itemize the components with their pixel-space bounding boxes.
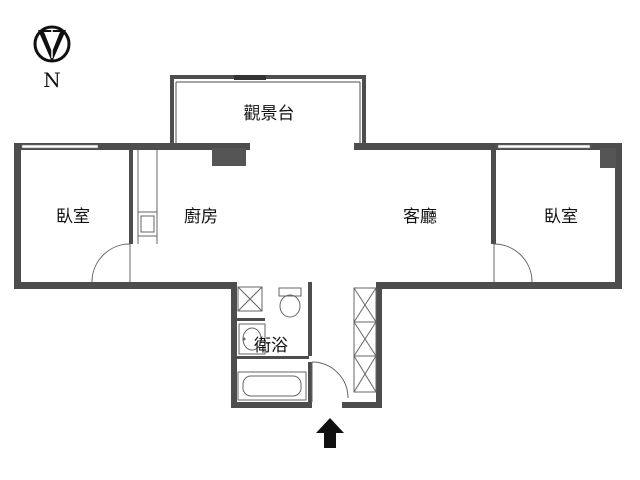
- north-label: N: [43, 68, 61, 92]
- kitchen-partition: [91, 148, 158, 283]
- bathroom-block: [231, 282, 382, 408]
- balcony: [170, 75, 366, 145]
- room-label-bathroom: 衛浴: [254, 336, 288, 356]
- room-label-bedroom-right: 臥室: [544, 207, 578, 227]
- room-label-living-room: 客廳: [403, 207, 437, 227]
- right-bedroom-partition: [491, 148, 533, 283]
- north-arrow-icon: [33, 25, 71, 63]
- entrance-arrow-icon: [316, 418, 344, 448]
- outer-walls: [14, 143, 622, 289]
- room-label-balcony: 觀景台: [244, 104, 295, 124]
- room-label-kitchen: 廚房: [184, 206, 218, 227]
- room-label-bedroom-left: 臥室: [56, 207, 90, 227]
